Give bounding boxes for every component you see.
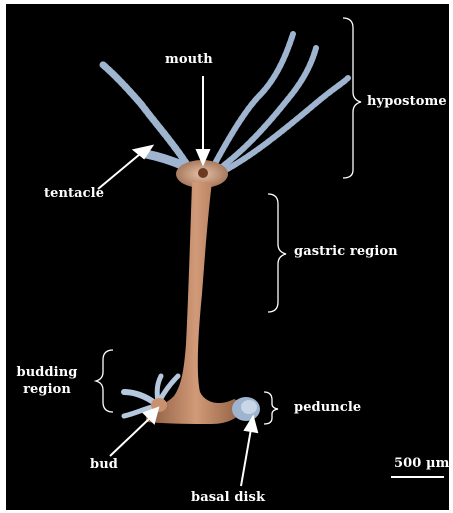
gastric-region-bracket <box>268 194 286 312</box>
mouth-label: mouth <box>165 52 213 67</box>
bud-arrow <box>110 418 150 456</box>
budding-region-label: budding region <box>12 364 82 398</box>
hypostome-bracket <box>343 18 361 178</box>
basal-disk-shape <box>241 400 257 414</box>
specimen-photo: mouth hypostome tentacle gastric region … <box>6 4 449 510</box>
tentacle-arrow <box>98 154 140 189</box>
tentacle-label: tentacle <box>44 186 104 201</box>
basal-disk-label: basal disk <box>191 490 265 505</box>
peduncle-bracket <box>264 392 278 424</box>
budding-region-bracket <box>96 350 113 412</box>
annotation-arrows <box>98 76 257 486</box>
brackets <box>96 18 361 424</box>
tentacle-3 <box>213 34 293 167</box>
hypostome-label: hypostome <box>367 94 447 109</box>
bud-label: bud <box>90 457 118 472</box>
basal-disk-arrow <box>241 429 251 486</box>
tentacle-4 <box>219 48 316 169</box>
peduncle-label: peduncle <box>294 400 361 415</box>
body-column <box>146 182 246 424</box>
mouth-spot <box>198 168 208 178</box>
tentacle-5 <box>222 78 348 172</box>
scale-bar <box>391 476 444 478</box>
scale-bar-label: 500 µm <box>394 456 449 471</box>
gastric-region-label: gastric region <box>294 244 398 259</box>
